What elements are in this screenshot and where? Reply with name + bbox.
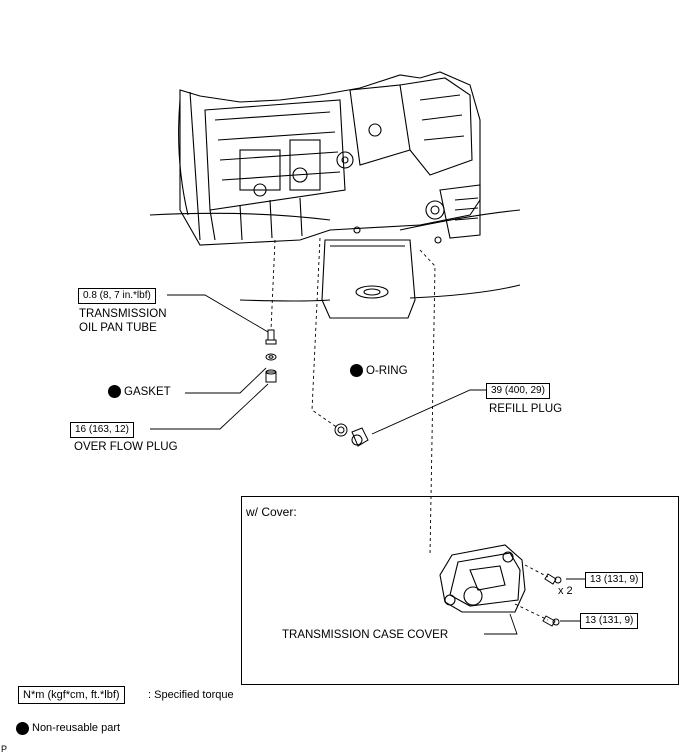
over-flow-plug-label: OVER FLOW PLUG: [74, 441, 178, 453]
transmission-assembly-illustration: [149, 71, 521, 319]
case-cover-bolt-torque-box-a: 13 (131, 9): [585, 572, 644, 588]
oil-pan-tube-label-line1: TRANSMISSION: [79, 308, 167, 320]
o-ring-label: O-RING: [350, 364, 408, 378]
legend-torque-desc: : Specified torque: [148, 689, 234, 701]
corner-mark: P: [1, 744, 8, 754]
case-cover-bolt-qty: x 2: [558, 585, 573, 597]
transmission-case-cover-part: [439, 544, 526, 613]
case-cover-bolt-a: [544, 573, 562, 585]
o-ring-text: O-RING: [366, 365, 408, 377]
refill-plug-part: [351, 427, 369, 447]
non-reusable-dot-icon: [350, 364, 363, 378]
case-cover-label: TRANSMISSION CASE COVER: [282, 629, 449, 641]
refill-plug-torque-box: 39 (400, 29): [486, 383, 550, 399]
oil-pan-tube-part: [265, 329, 277, 345]
oil-pan-tube-torque-box: 0.8 (8, 7 in.*lbf): [78, 288, 156, 304]
gasket-part: [265, 353, 277, 361]
cover-section-title: w/ Cover:: [246, 505, 297, 519]
gasket-text: GASKET: [124, 386, 171, 398]
over-flow-plug-torque-box: 16 (163, 12): [70, 422, 134, 438]
legend-torque-units-box: N*m (kgf*cm, ft.*lbf): [18, 686, 125, 704]
oil-pan-tube-label-line2: OIL PAN TUBE: [79, 322, 157, 334]
leader-lines: [150, 294, 585, 635]
over-flow-plug-part: [265, 369, 277, 383]
dashed-guide-lines: [270, 237, 549, 621]
non-reusable-dot-icon: [16, 721, 29, 735]
cover-section-frame: [241, 496, 679, 685]
o-ring-part: [334, 423, 348, 437]
legend-nonreusable-text: Non-reusable part: [32, 722, 121, 734]
gasket-label: GASKET: [108, 385, 171, 399]
case-cover-bolt-torque-box-b: 13 (131, 9): [580, 613, 639, 629]
refill-plug-label: REFILL PLUG: [489, 403, 563, 415]
legend-nonreusable: Non-reusable part: [16, 721, 120, 735]
non-reusable-dot-icon: [108, 385, 121, 399]
case-cover-bolt-b: [542, 615, 560, 627]
